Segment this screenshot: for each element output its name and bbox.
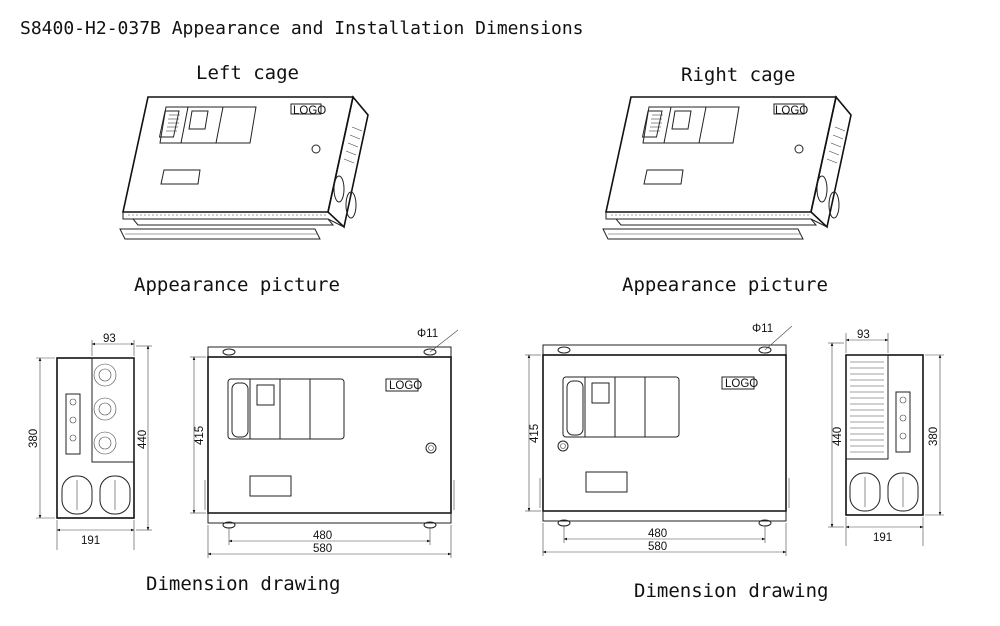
page-title: S8400-H2-037B Appearance and Installatio… [20,18,584,39]
left-cage-label: Left cage [196,62,299,84]
left-drawing-caption: Dimension drawing [146,573,341,595]
left-side-outer-height-label: 440 [137,430,149,449]
right-side-width-label: 93 [857,329,870,341]
right-drawing-caption: Dimension drawing [634,580,829,602]
right-appearance-caption: Appearance picture [622,274,828,296]
right-side-depth-label: 191 [873,532,892,544]
left-front-view: LOGO 415 480 580 Φ11 [190,328,459,558]
right-appearance-picture: LOGO [602,96,852,240]
right-front-view: LOGO 415 480 580 Φ11 [525,323,793,556]
right-side-outer-height-label: 440 [832,427,844,446]
right-front-hole-spacing-label: 480 [648,528,667,540]
left-front-logo: LOGO [389,380,422,392]
left-front-height-label: 415 [194,426,206,445]
right-iso-logo: LOGO [775,105,808,117]
left-side-depth-label: 191 [81,535,100,547]
left-appearance-picture: LOGO [119,96,369,240]
left-iso-logo: LOGO [293,105,326,117]
left-side-inner-height-label: 380 [28,429,40,448]
right-hole-diameter-label: Φ11 [752,323,773,335]
left-front-hole-spacing-label: 480 [313,530,332,542]
left-front-width-label: 580 [313,543,332,555]
left-hole-diameter-label: Φ11 [417,328,438,340]
right-front-width-label: 580 [648,541,667,553]
right-side-view: 93 440 380 191 [828,329,944,546]
left-side-width-label: 93 [103,333,116,345]
left-appearance-caption: Appearance picture [134,274,340,296]
left-side-view: 93 380 440 191 [28,333,152,550]
right-front-height-label: 415 [529,424,541,443]
right-cage-label: Right cage [681,64,796,86]
right-front-logo: LOGO [725,378,758,390]
right-side-inner-height-label: 380 [928,427,940,446]
